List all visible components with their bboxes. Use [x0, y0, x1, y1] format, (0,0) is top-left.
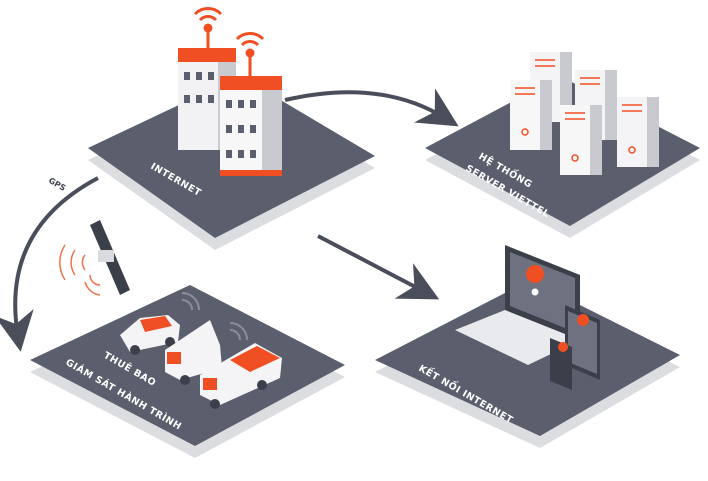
- signal-waves-icon: [181, 292, 248, 341]
- internet-platform: INTERNET: [88, 7, 375, 250]
- building-icon: [178, 48, 282, 176]
- phone-icon: [550, 338, 572, 390]
- tracking-platform: THUÊ BAO GIÁM SÁT HÀNH TRÌNH: [30, 285, 345, 458]
- satellite-icon: [59, 220, 130, 296]
- location-pin-icon: [526, 265, 590, 366]
- dump-truck-icon: [200, 343, 282, 409]
- laptop-icon: [455, 245, 580, 365]
- gps-label: GPS: [47, 176, 67, 193]
- server-icon: [510, 52, 659, 175]
- arrows: [0, 88, 459, 352]
- tablet-icon: [565, 305, 600, 380]
- connect-platform: KẾT NỐI INTERNET: [375, 245, 680, 448]
- arrow-internet-to-server: [284, 88, 459, 127]
- arrow-internet-to-connect: [317, 234, 440, 300]
- arrow-gps-to-tracking: [0, 176, 99, 352]
- car-icon: [120, 315, 180, 355]
- truck-icon: [165, 320, 222, 385]
- server-platform: HỆ THỐNG SERVER VIETTEL: [425, 52, 700, 238]
- wifi-signal-icon: [193, 7, 265, 76]
